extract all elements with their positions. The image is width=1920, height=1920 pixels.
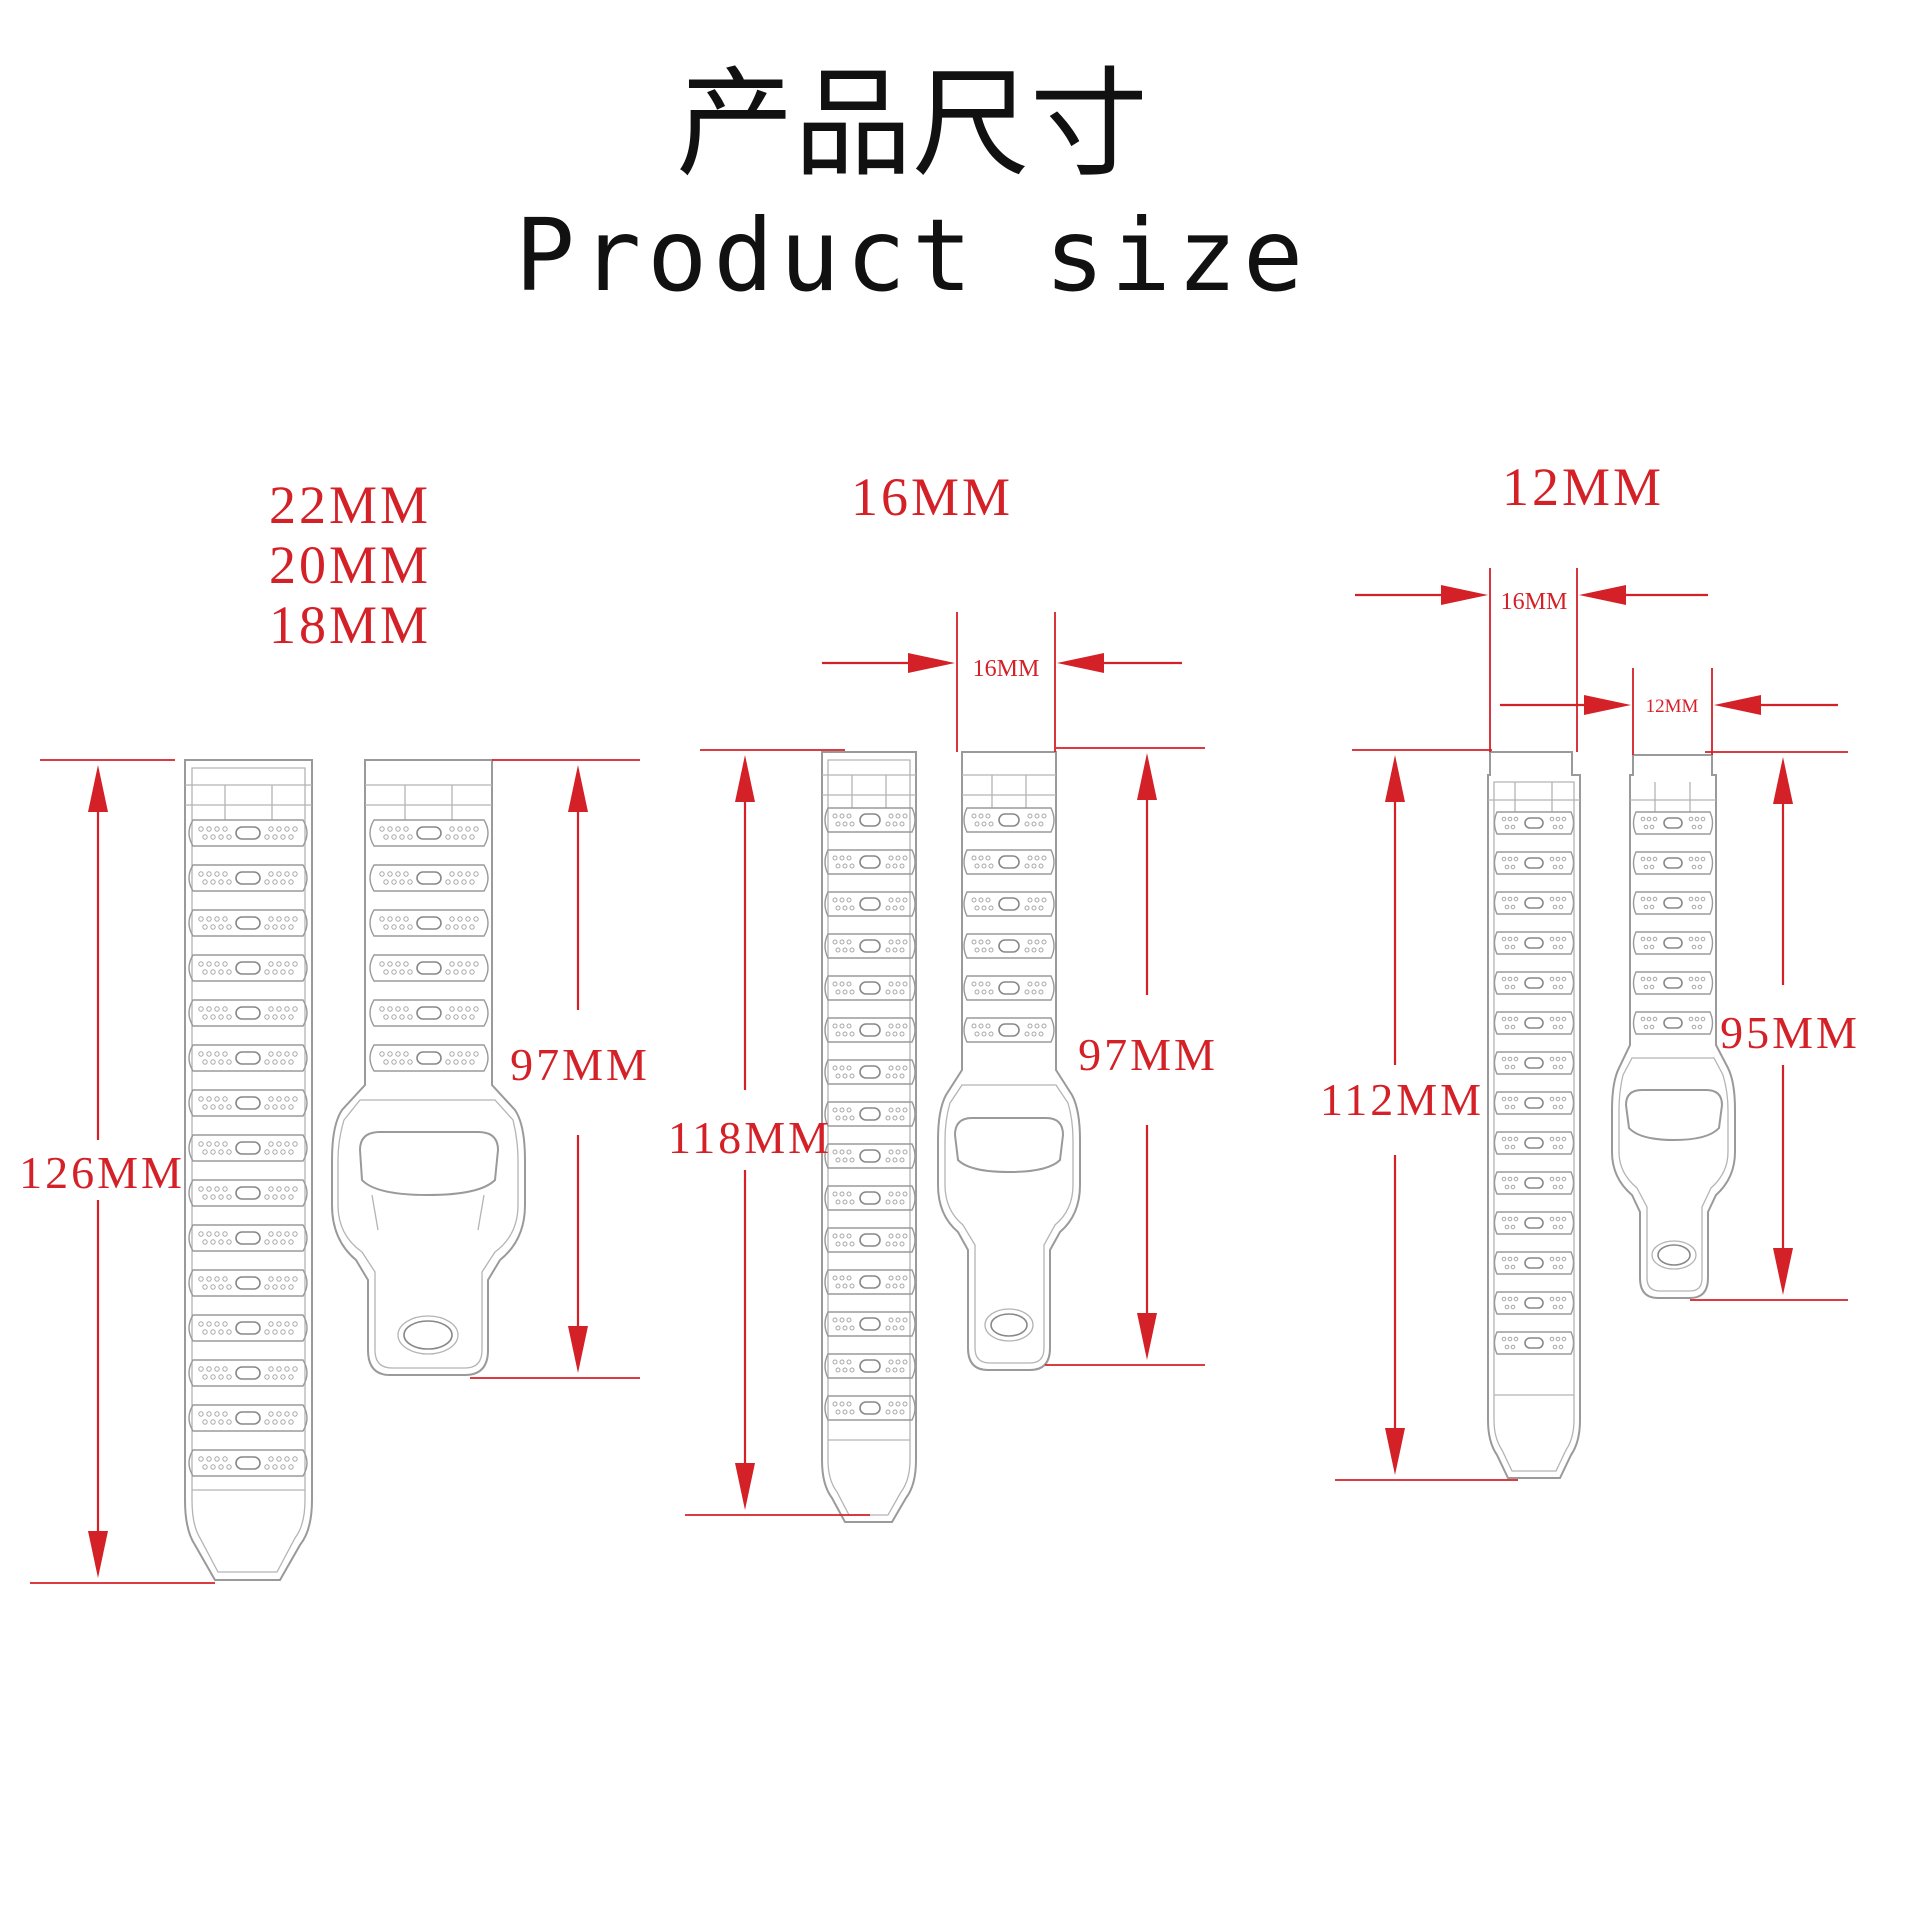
width-callout-label-12mm: 12MM bbox=[1646, 696, 1699, 717]
short-strap-22mm bbox=[331, 759, 526, 1376]
dimension-126mm: 126MM bbox=[19, 759, 215, 1584]
length-label-118mm: 118MM bbox=[668, 1112, 832, 1163]
group-22-20-18mm: 22MM 20MM 18MM bbox=[19, 475, 650, 1584]
length-label-112mm: 112MM bbox=[1320, 1074, 1484, 1125]
width-label-16mm: 16MM bbox=[851, 467, 1013, 527]
width-callout-16mm: 16MM bbox=[822, 612, 1182, 752]
long-strap-12mm bbox=[1487, 751, 1581, 1479]
length-label-97mm-group1: 97MM bbox=[510, 1039, 650, 1090]
width-callout-12mm: 12MM bbox=[1500, 668, 1838, 755]
dimension-95mm: 95MM bbox=[1690, 751, 1860, 1301]
group-16mm: 16MM bbox=[668, 467, 1218, 1523]
dimension-97mm-group2: 97MM bbox=[1045, 747, 1218, 1366]
dimension-118mm: 118MM bbox=[668, 749, 870, 1516]
dimension-112mm: 112MM bbox=[1320, 749, 1518, 1481]
long-strap-22mm bbox=[184, 759, 313, 1581]
length-label-97mm-group2: 97MM bbox=[1078, 1029, 1218, 1080]
short-strap-16mm bbox=[937, 751, 1081, 1371]
dimension-97mm-group1: 97MM bbox=[470, 759, 650, 1379]
length-label-95mm: 95MM bbox=[1720, 1007, 1860, 1058]
title-chinese: 产品尺寸 bbox=[676, 55, 1148, 193]
title-english: Product size bbox=[515, 197, 1309, 314]
width-label-22mm: 22MM bbox=[269, 475, 431, 535]
width-callout-label-16mm-group3: 16MM bbox=[1501, 589, 1568, 615]
width-label-18mm: 18MM bbox=[269, 595, 431, 655]
width-label-20mm: 20MM bbox=[269, 535, 431, 595]
width-callout-label-16mm: 16MM bbox=[973, 656, 1040, 682]
width-callout-16mm-group3: 16MM bbox=[1355, 568, 1708, 752]
group-12mm: 12MM bbox=[1320, 457, 1860, 1481]
length-label-126mm: 126MM bbox=[19, 1147, 185, 1198]
short-strap-12mm bbox=[1611, 754, 1736, 1299]
long-strap-16mm bbox=[821, 751, 917, 1523]
width-label-12mm: 12MM bbox=[1502, 457, 1664, 517]
